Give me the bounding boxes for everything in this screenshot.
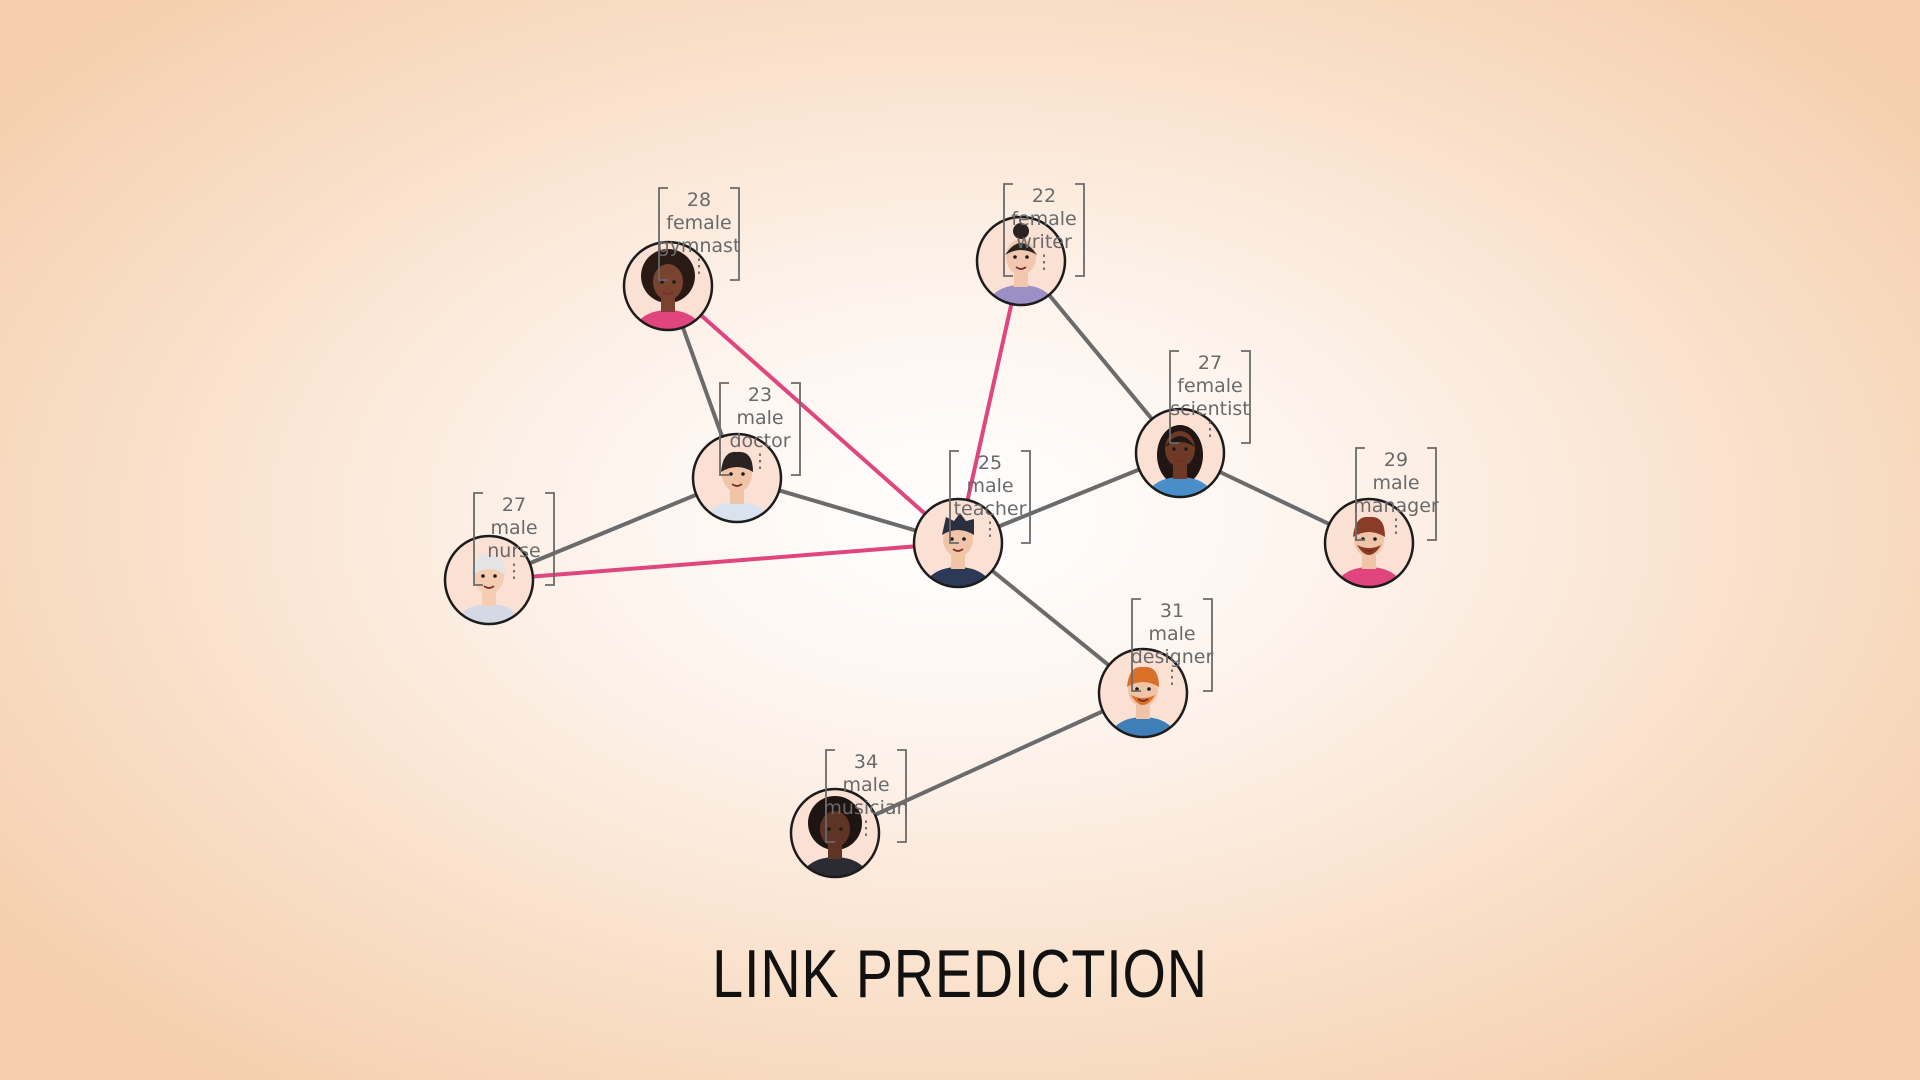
node-ring [691,432,783,524]
node-ring [912,497,1004,589]
feature-occupation: designer [1131,646,1214,668]
page-title: LINK PREDICTION [712,936,1208,1012]
predicted-edge-writer-teacher [956,259,1023,545]
right-bracket [545,492,555,586]
feature-occupation: writer [1016,231,1072,253]
female-gymnast-avatar [624,242,712,330]
feature-gender: female [1177,375,1243,397]
feature-occupation: teacher [954,498,1027,520]
feature-occupation: doctor [729,430,790,452]
feature-more: ⋮ [1201,418,1220,440]
feature-more: ⋮ [1035,251,1054,273]
feature-age: 25 [978,452,1002,474]
predicted-edge-gymnast-teacher [666,284,960,545]
right-bracket [791,382,801,476]
feature-age: 23 [748,384,772,406]
feature-gender: male [1148,623,1195,645]
node-ring [1134,407,1226,499]
female-scientist-avatar [1136,409,1224,497]
feature-occupation: musician [823,797,908,819]
left-bracket [1355,447,1365,541]
feature-more: ⋮ [751,450,770,472]
female-writer-avatar [977,217,1065,305]
left-bracket [1131,598,1141,692]
node-ring [443,534,535,626]
feature-gender: male [842,774,889,796]
nodes-layer: 28femalegymnast⋮22femalewriter⋮23maledoc… [443,183,1439,879]
node-ring [622,240,714,332]
feature-occupation: nurse [487,540,540,562]
feature-age: 28 [687,189,711,211]
feature-more: ⋮ [690,255,709,277]
feature-gender: male [1372,472,1419,494]
feature-gender: female [666,212,732,234]
feature-age: 34 [854,751,878,773]
feature-more: ⋮ [981,518,1000,540]
feature-gender: male [966,475,1013,497]
left-bracket [658,187,668,281]
node-ring [1097,647,1189,739]
right-bracket [1203,598,1213,692]
feature-more: ⋮ [505,560,524,582]
male-designer-avatar [1099,649,1187,737]
feature-age: 27 [502,494,526,516]
left-bracket [949,450,959,544]
feature-more: ⋮ [1387,515,1406,537]
right-bracket [730,187,740,281]
node-ring [789,787,881,879]
male-musician-avatar [791,789,879,877]
left-bracket [719,382,729,476]
right-bracket [1075,183,1085,277]
feature-age: 29 [1384,449,1408,471]
feature-occupation: manager [1353,495,1439,517]
right-bracket [1241,350,1251,444]
feature-age: 27 [1198,352,1222,374]
left-bracket [1169,350,1179,444]
male-doctor-avatar [693,434,781,522]
node-ring [975,215,1067,307]
edge-designer-musician [833,691,1145,835]
node-ring [1323,497,1415,589]
left-bracket [825,749,835,843]
feature-occupation: gymnast [658,235,741,257]
right-bracket [1021,450,1031,544]
left-bracket [1003,183,1013,277]
male-manager-avatar [1325,499,1413,587]
feature-gender: male [490,517,537,539]
right-bracket [1427,447,1437,541]
feature-gender: female [1011,208,1077,230]
male-nurse-avatar [445,536,533,624]
feature-age: 31 [1160,600,1184,622]
left-bracket [473,492,483,586]
feature-gender: male [736,407,783,429]
feature-age: 22 [1032,185,1056,207]
predicted-edge-nurse-teacher [487,541,960,582]
feature-occupation: scientist [1170,398,1249,420]
right-bracket [897,749,907,843]
feature-more: ⋮ [857,817,876,839]
feature-more: ⋮ [1163,666,1182,688]
